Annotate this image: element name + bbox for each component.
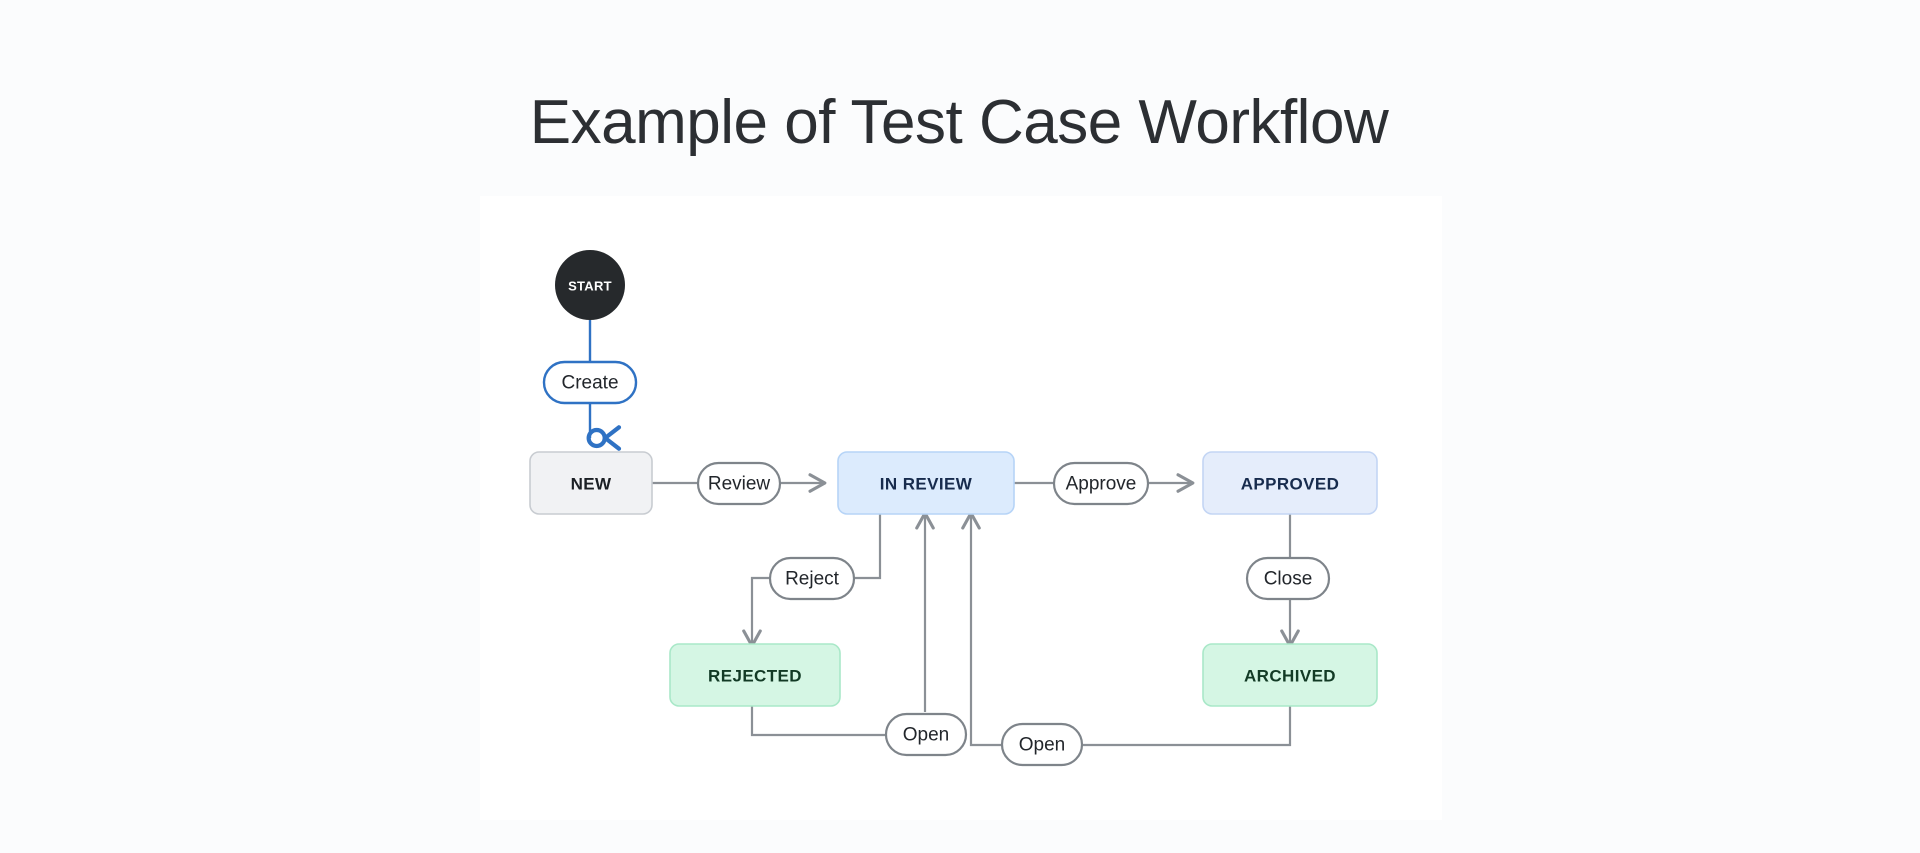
start-circle	[555, 250, 625, 320]
new-box	[529, 451, 653, 515]
archived-label: ARCHIVED	[1244, 667, 1336, 686]
review-pill	[696, 461, 782, 506]
transition-create[interactable]: Create	[542, 360, 638, 405]
approve-pill	[1052, 461, 1150, 506]
node-rejected[interactable]: REJECTED	[669, 643, 841, 707]
page-title: Example of Test Case Workflow	[529, 88, 1389, 157]
transition-reject[interactable]: Reject	[768, 556, 856, 601]
rejected-label: REJECTED	[708, 667, 802, 686]
transition-open-2[interactable]: Open	[1000, 722, 1084, 767]
close-pill	[1245, 556, 1331, 601]
open-2-pill	[1000, 722, 1084, 767]
new-label: NEW	[571, 475, 612, 494]
edge-open-2-out	[961, 511, 1005, 747]
node-in-review[interactable]: IN REVIEW	[837, 451, 1015, 515]
edge-reject-out	[742, 576, 770, 648]
open-1-label: Open	[903, 725, 949, 746]
node-archived[interactable]: ARCHIVED	[1202, 643, 1378, 707]
close-label: Close	[1264, 569, 1313, 590]
create-pill	[542, 360, 638, 405]
transition-approve[interactable]: Approve	[1052, 461, 1150, 506]
create-label: Create	[561, 373, 618, 394]
transition-review[interactable]: Review	[696, 461, 782, 506]
node-new[interactable]: NEW	[529, 451, 653, 515]
edge-open-2	[961, 511, 1292, 747]
approved-label: APPROVED	[1241, 475, 1340, 494]
approved-box	[1202, 451, 1378, 515]
reject-pill	[768, 556, 856, 601]
archived-box	[1202, 643, 1378, 707]
open-2-label: Open	[1019, 735, 1065, 756]
node-approved[interactable]: APPROVED	[1202, 451, 1378, 515]
transition-open-1[interactable]: Open	[884, 712, 968, 757]
in-review-label: IN REVIEW	[880, 475, 973, 494]
rejected-box	[669, 643, 841, 707]
review-label: Review	[708, 474, 771, 495]
node-start[interactable]: START	[555, 250, 625, 320]
in-review-box	[837, 451, 1015, 515]
reject-label: Reject	[785, 569, 840, 590]
open-1-pill	[884, 712, 968, 757]
approve-label: Approve	[1066, 474, 1137, 495]
start-label: START	[568, 279, 612, 294]
transition-close[interactable]: Close	[1245, 556, 1331, 601]
